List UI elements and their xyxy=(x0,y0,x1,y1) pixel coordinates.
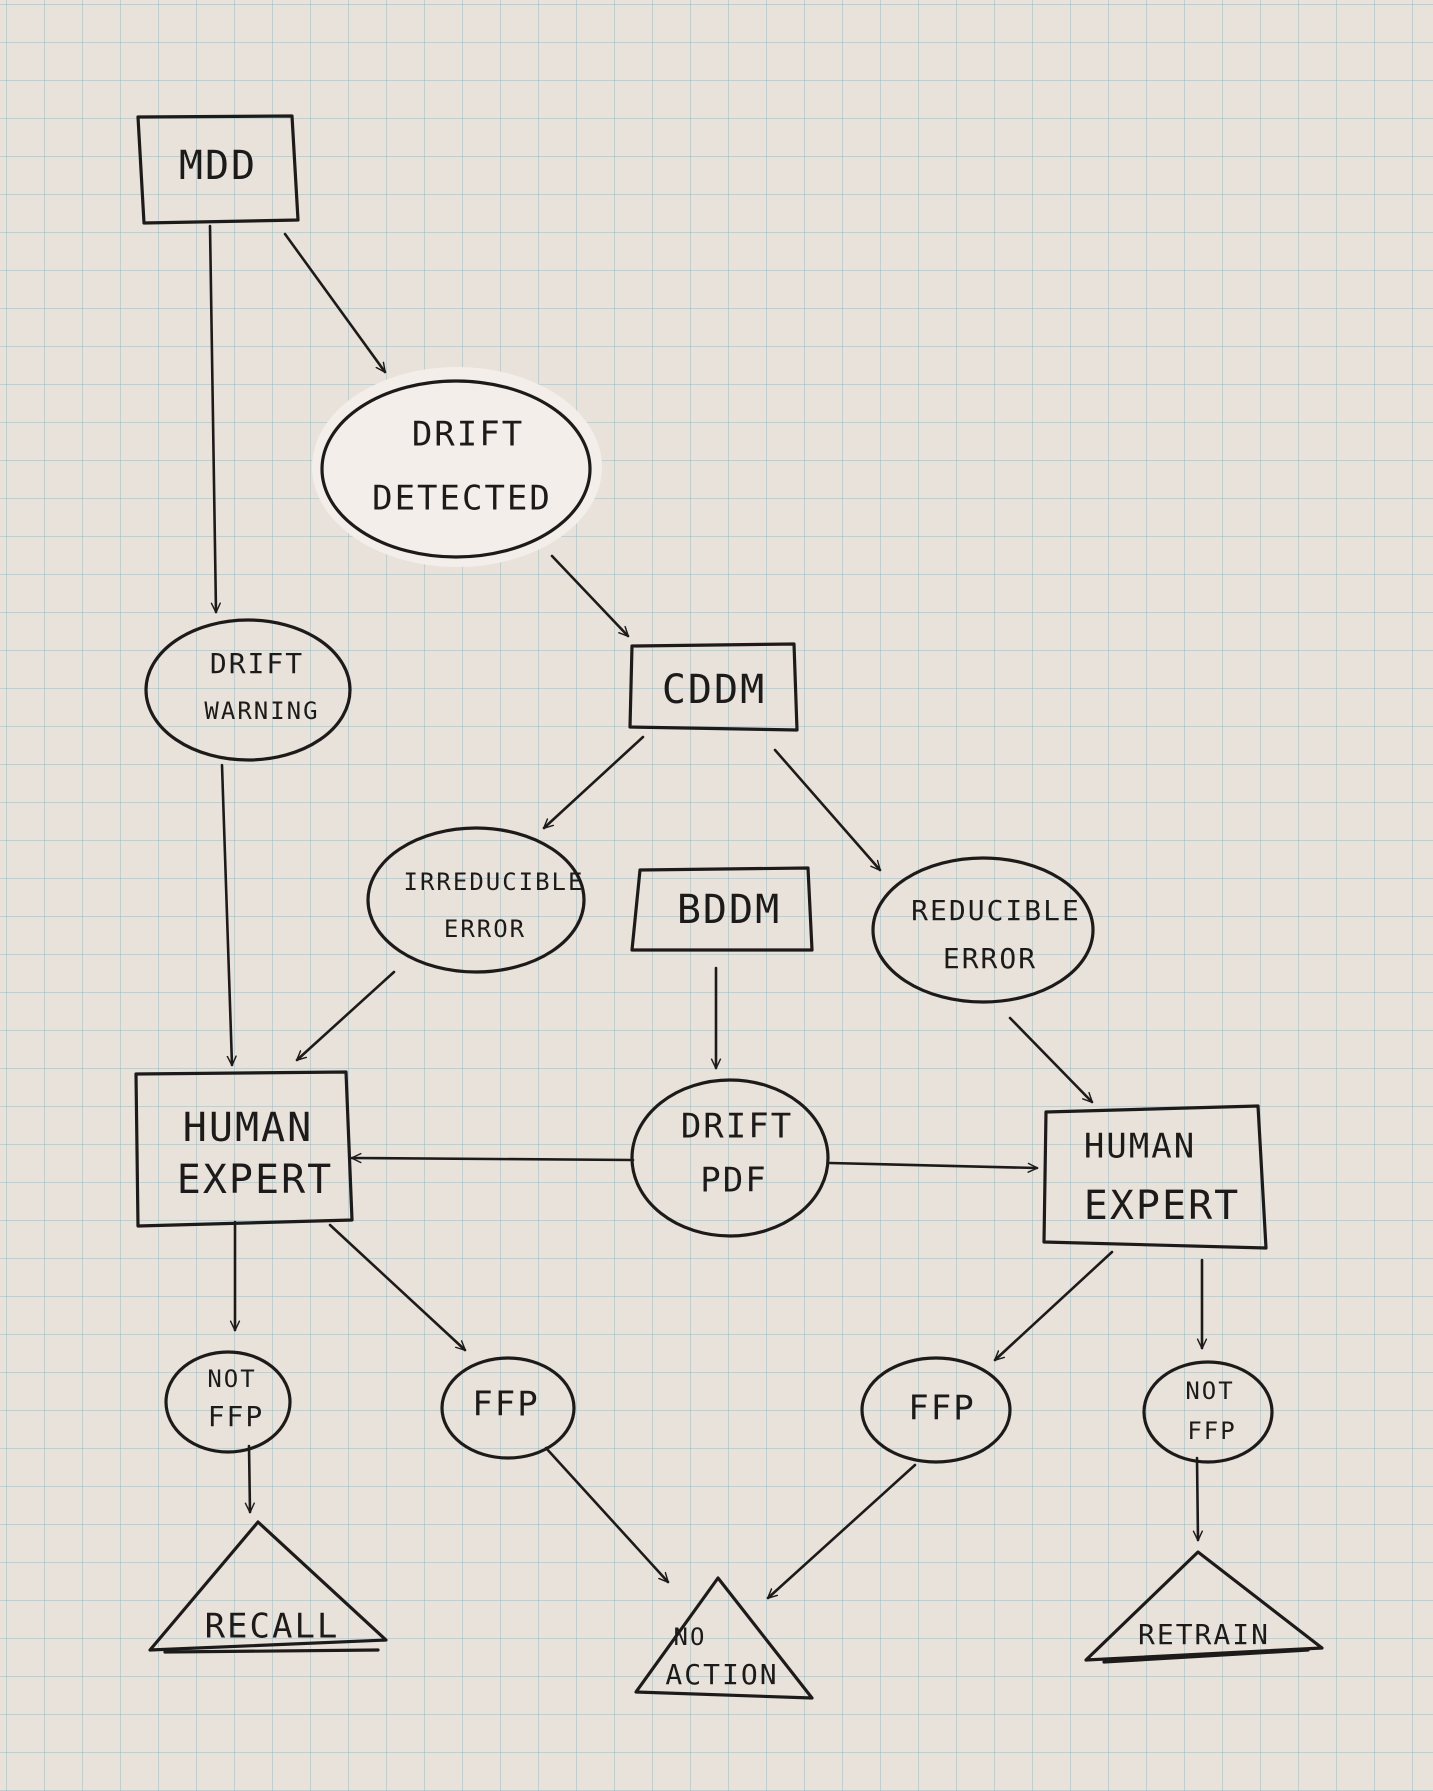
node-drift-detected: DRIFT DETECTED xyxy=(312,367,602,567)
human-expert-right-label-line1: HUMAN xyxy=(1084,1127,1196,1167)
human-expert-right-box xyxy=(1042,1104,1268,1250)
retrain-label: RETRAIN xyxy=(1138,1618,1270,1651)
edge-drift-detected-to-cddm xyxy=(550,554,630,638)
retrain-underline xyxy=(1102,1648,1310,1664)
node-no-action: NO ACTION xyxy=(634,1576,814,1700)
human-expert-left-label-line1: HUMAN xyxy=(183,1105,313,1151)
not-ffp-left-label-line1: NOT xyxy=(207,1365,256,1393)
edge-drift-warning-to-human-expert-left xyxy=(220,763,232,1067)
drift-warning-label-line1: DRIFT xyxy=(210,647,304,680)
edge-mdd-to-drift-warning xyxy=(208,224,216,614)
reducible-error-label-line2: ERROR xyxy=(943,942,1037,975)
edge-human-expert-right-to-ffp-right xyxy=(993,1250,1114,1362)
node-ffp-left: FFP xyxy=(440,1356,576,1460)
reducible-error-ellipse xyxy=(871,856,1095,1004)
node-drift-warning: DRIFT WARNING xyxy=(144,618,352,762)
irreducible-error-label-line1: IRREDUCIBLE xyxy=(404,868,585,896)
edge-cddm-to-irreducible-error xyxy=(542,735,645,830)
drift-warning-label-line2: WARNING xyxy=(204,697,319,725)
irreducible-error-ellipse xyxy=(366,826,586,974)
mdd-box xyxy=(136,114,300,225)
edge-not-ffp-right-to-retrain xyxy=(1197,1456,1198,1542)
edge-cddm-to-reducible-error xyxy=(773,748,882,872)
drift-warning-ellipse xyxy=(144,618,352,762)
reducible-error-label-line1: REDUCIBLE xyxy=(911,894,1081,927)
human-expert-left-label-line2: EXPERT xyxy=(177,1157,334,1203)
edge-not-ffp-left-to-recall xyxy=(249,1444,250,1514)
recall-label: RECALL xyxy=(205,1607,340,1647)
mdd-label: MDD xyxy=(179,143,257,189)
drift-detected-label-line2: DETECTED xyxy=(372,479,552,519)
no-action-label-line1: NO xyxy=(674,1623,707,1651)
node-retrain: RETRAIN xyxy=(1084,1550,1324,1664)
human-expert-right-label-line2: EXPERT xyxy=(1084,1183,1241,1229)
edge-ffp-right-to-no-action xyxy=(766,1463,917,1600)
node-irreducible-error: IRREDUCIBLE ERROR xyxy=(366,826,586,974)
edge-irreducible-error-to-human-expert-left xyxy=(295,970,396,1062)
cddm-label: CDDM xyxy=(662,667,766,713)
node-reducible-error: REDUCIBLE ERROR xyxy=(871,856,1095,1004)
ffp-left-label: FFP xyxy=(472,1385,539,1425)
node-human-expert-left: HUMAN EXPERT xyxy=(134,1070,354,1228)
node-not-ffp-right: NOT FFP xyxy=(1142,1360,1274,1464)
no-action-triangle xyxy=(634,1576,814,1700)
ffp-left-ellipse xyxy=(440,1356,576,1460)
recall-underline xyxy=(163,1648,380,1654)
irreducible-error-label-line2: ERROR xyxy=(444,915,526,943)
drift-detected-ellipse xyxy=(320,379,592,559)
drift-detected-paper-cutout xyxy=(312,367,602,567)
bddm-label: BDDM xyxy=(677,887,781,933)
not-ffp-right-label-line1: NOT xyxy=(1185,1377,1234,1405)
human-expert-left-box xyxy=(134,1070,354,1228)
ffp-right-label: FFP xyxy=(908,1389,975,1429)
not-ffp-right-label-line2: FFP xyxy=(1187,1417,1236,1445)
node-bddm: BDDM xyxy=(630,866,814,952)
edge-reducible-error-to-human-expert-right xyxy=(1008,1016,1094,1104)
recall-triangle xyxy=(148,1520,388,1652)
bddm-box xyxy=(630,866,814,952)
edge-drift-pdf-to-human-expert-right xyxy=(828,1161,1039,1168)
edge-mdd-to-drift-detected xyxy=(283,232,387,374)
edge-ffp-left-to-no-action xyxy=(544,1446,670,1584)
drift-pdf-label-line2: PDF xyxy=(700,1161,767,1201)
not-ffp-left-ellipse xyxy=(164,1350,292,1454)
drift-pdf-ellipse xyxy=(630,1078,830,1238)
node-cddm: CDDM xyxy=(628,642,799,732)
ffp-right-ellipse xyxy=(860,1356,1012,1464)
node-drift-pdf: DRIFT PDF xyxy=(630,1078,830,1238)
no-action-label-line2: ACTION xyxy=(665,1658,778,1691)
node-not-ffp-left: NOT FFP xyxy=(164,1350,292,1454)
node-mdd: MDD xyxy=(136,114,300,225)
edge-drift-pdf-to-human-expert-left xyxy=(350,1158,635,1160)
cddm-box xyxy=(628,642,799,732)
drift-pdf-label-line1: DRIFT xyxy=(681,1107,793,1147)
retrain-triangle xyxy=(1084,1550,1324,1662)
edge-human-expert-left-to-ffp-left xyxy=(328,1223,467,1352)
node-recall: RECALL xyxy=(148,1520,388,1654)
not-ffp-left-label-line2: FFP xyxy=(208,1400,265,1433)
node-ffp-right: FFP xyxy=(860,1356,1012,1464)
not-ffp-right-ellipse xyxy=(1142,1360,1274,1464)
drift-detected-label-line1: DRIFT xyxy=(412,415,524,455)
edges xyxy=(208,224,1202,1600)
node-human-expert-right: HUMAN EXPERT xyxy=(1042,1104,1268,1250)
